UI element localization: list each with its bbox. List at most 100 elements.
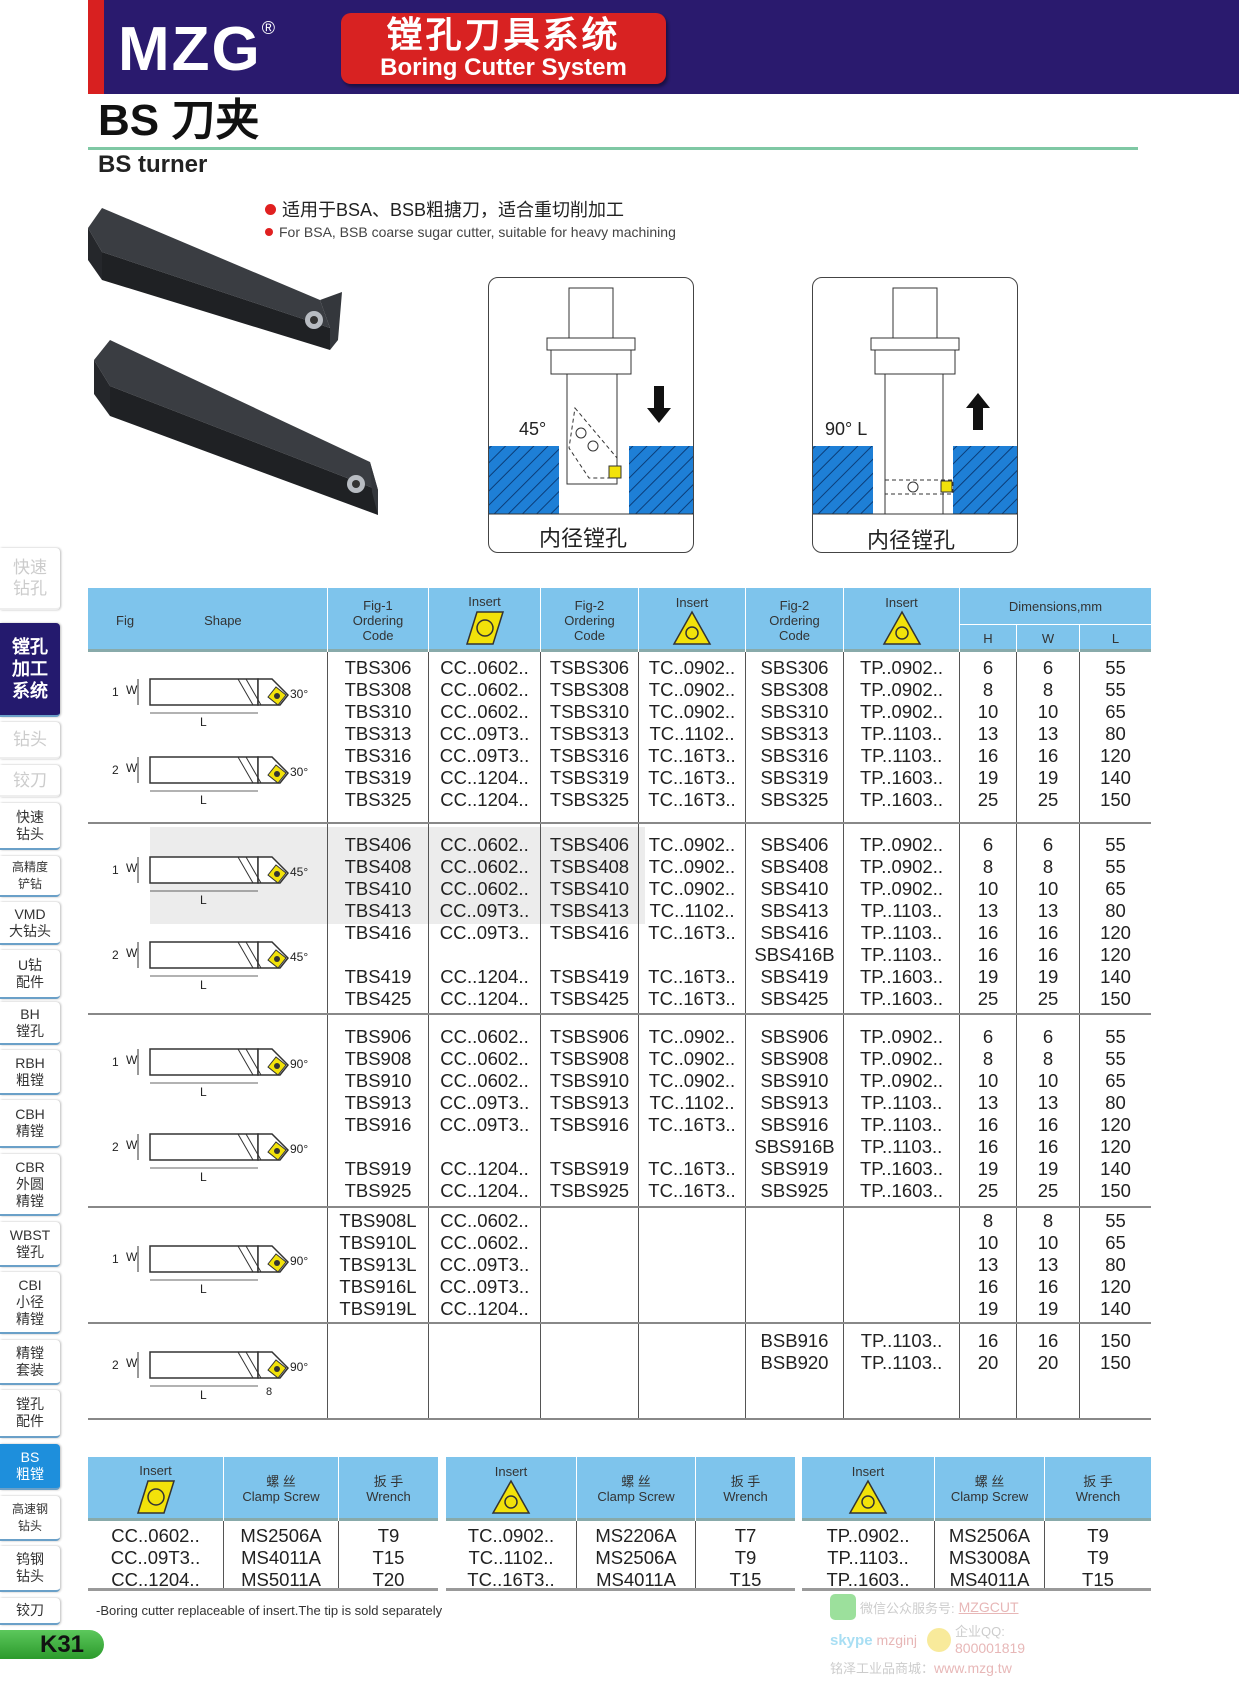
- sidebar-item[interactable]: WBST 镗孔: [0, 1222, 60, 1267]
- dimension-value: 13: [977, 1092, 999, 1113]
- insert-code: [639, 1232, 745, 1254]
- dimension-value: 8: [1042, 856, 1054, 877]
- ordering-code: SBS413: [760, 900, 829, 921]
- sidebar-item[interactable]: 镗孔 加工 系统: [0, 623, 60, 717]
- sidebar-item[interactable]: CBH 精镗: [0, 1100, 60, 1148]
- dimension-value: 16: [1037, 1136, 1059, 1157]
- header-label: Insert: [494, 1463, 528, 1479]
- table-column-cell: TC..0902..TC..0902..TC..0902..TC..1102..…: [638, 1015, 745, 1206]
- accessory-column: TP..0902..TP..1103..TP..1603..: [802, 1521, 934, 1588]
- insert-code: CC..09T3..: [439, 900, 530, 921]
- sidebar-item[interactable]: 高精度 铲钻: [0, 856, 60, 897]
- sidebar-item[interactable]: BH 镗孔: [0, 1002, 60, 1045]
- dimension-value: 19: [1037, 767, 1059, 788]
- sidebar-item[interactable]: RBH 粗镗: [0, 1050, 60, 1095]
- dimension-value: 19: [977, 1158, 999, 1179]
- sidebar-item[interactable]: 钻头: [0, 722, 60, 759]
- sidebar-item[interactable]: CBI 小径 精镗: [0, 1272, 60, 1334]
- diagram-angle-label: 90° L: [825, 419, 868, 439]
- insert-code: TP..1103..: [860, 1136, 943, 1157]
- ordering-code: TSBS416: [549, 922, 630, 943]
- dimension-value: 10: [1037, 878, 1059, 899]
- sidebar-item[interactable]: 钨钢 钻头: [0, 1546, 60, 1592]
- insert-code: [429, 944, 540, 966]
- insert-code: TP..1103..: [827, 1547, 909, 1568]
- clamp-screw-code: MS2506A: [240, 1525, 322, 1546]
- dimension-value: 8: [1042, 1048, 1054, 1069]
- insert-code: CC..0602..: [440, 701, 529, 722]
- dimension-value: 120: [1100, 922, 1131, 943]
- shop-url[interactable]: www.mzg.tw: [934, 1660, 1012, 1676]
- fig-l-label: L: [200, 793, 207, 808]
- insert-code: [639, 1136, 745, 1158]
- ordering-code: [746, 1232, 843, 1254]
- insert-code: CC..0602..: [440, 878, 529, 899]
- header-label: 螺 丝: [266, 1474, 296, 1489]
- insert-code: CC..09T3..: [439, 1114, 530, 1135]
- registered-mark: ®: [261, 18, 278, 38]
- wechat-icon: [830, 1594, 856, 1620]
- sidebar-item[interactable]: 铰刀: [0, 765, 60, 797]
- dimension-value: 16: [977, 1276, 999, 1297]
- sidebar-item[interactable]: 铰刀: [0, 1598, 60, 1625]
- insert-code: TP..1603..: [860, 966, 943, 987]
- dimension-value: 140: [1100, 966, 1131, 987]
- table-column-cell: CC..0602..CC..0602..CC..09T3..CC..09T3..…: [428, 1208, 540, 1322]
- skype-id: mzginj: [876, 1632, 918, 1648]
- diagram-90: 90° L 内径镗孔: [812, 277, 1018, 553]
- sidebar-item[interactable]: 快速 钻孔: [0, 548, 60, 610]
- wrench-size: T15: [729, 1569, 762, 1588]
- sidebar-item[interactable]: BS 粗镗: [0, 1444, 60, 1490]
- qq-label: 企业QQ:: [955, 1624, 1005, 1639]
- sidebar-item[interactable]: 快速 钻头: [0, 803, 60, 850]
- sidebar-item[interactable]: CBR 外圆 精镗: [0, 1154, 60, 1216]
- dimension-value: 65: [1105, 701, 1126, 722]
- wrench-size: T9: [1087, 1547, 1109, 1568]
- header-fig: Fig: [116, 612, 135, 628]
- sidebar-item[interactable]: 高速钢 钻头: [0, 1496, 60, 1541]
- insert-code: TP..1603..: [860, 1158, 943, 1179]
- sidebar-item[interactable]: 镗孔 配件: [0, 1390, 60, 1438]
- dimension-value: 13: [977, 900, 999, 921]
- fig-l-label: L: [200, 893, 207, 907]
- sidebar-item[interactable]: VMD 大钻头: [0, 902, 60, 945]
- insert-code: TC..0902..: [648, 856, 736, 877]
- table-column-cell: TC..0902..TC..0902..TC..0902..TC..1102..…: [638, 824, 745, 1013]
- insert-code: [639, 1352, 745, 1374]
- fig-w-label: W: [126, 861, 138, 875]
- sidebar-item[interactable]: 精镗 套装: [0, 1340, 60, 1385]
- bullet-en-text: For BSA, BSB coarse sugar cutter, suitab…: [279, 224, 676, 240]
- dimension-value: 25: [1037, 789, 1059, 810]
- fig-l-label: L: [200, 1388, 207, 1402]
- table-column-cell: [540, 1208, 638, 1322]
- wrench-size: T9: [1087, 1525, 1109, 1546]
- header-fig1-code: Fig-1 Ordering Code: [327, 588, 428, 652]
- sidebar-item[interactable]: U钻 配件: [0, 950, 60, 999]
- insert-code: TC..1102..: [649, 900, 735, 921]
- table-column-cell: TP..0902..TP..0902..TP..0902..TP..1103..…: [843, 824, 959, 1013]
- insert-code: TC..0902..: [648, 679, 736, 700]
- dimension-value: 55: [1105, 679, 1126, 700]
- wechat-id[interactable]: MZGCUT: [958, 1599, 1019, 1615]
- fig-angle-label: 45°: [290, 950, 309, 964]
- table-column-cell: CC..0602..CC..0602..CC..0602..CC..09T3..…: [428, 652, 540, 822]
- insert-code: TP..0902..: [826, 1525, 910, 1546]
- ordering-code: TBS419: [344, 966, 412, 987]
- ordering-code: SBS308: [760, 679, 829, 700]
- ordering-code: SBS410: [760, 878, 829, 899]
- header-label: Wrench: [723, 1489, 768, 1504]
- brand-logo: MZG®: [118, 14, 277, 85]
- fig-angle-label: 30°: [290, 686, 309, 701]
- dimension-value: 10: [977, 701, 999, 722]
- dimension-value: 10: [1037, 1232, 1059, 1253]
